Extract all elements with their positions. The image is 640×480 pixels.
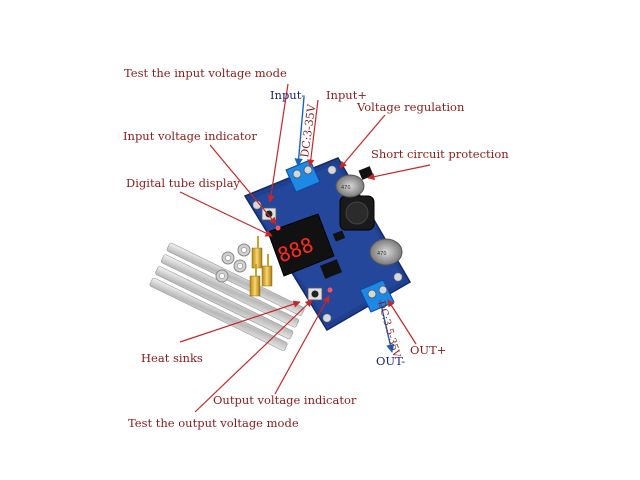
arrow-digital-display — [179, 191, 273, 237]
inductor — [339, 195, 375, 231]
capacitor-input: 470 — [335, 174, 365, 198]
label-input-plus: Input+ — [326, 88, 367, 102]
heat-sinks — [149, 242, 305, 351]
capacitor-output: 470 — [369, 238, 403, 266]
label-input-minus: Input- — [270, 88, 306, 102]
label-input-voltage-indicator: Input voltage indicator — [123, 129, 257, 143]
regulator-chip — [320, 259, 342, 279]
svg-text:470: 470 — [377, 251, 387, 257]
output-indicator-led — [327, 287, 333, 293]
label-heat-sinks: Heat sinks — [141, 351, 203, 365]
output-range-label: DC:3.5-35V — [375, 300, 402, 360]
svg-text:470: 470 — [341, 185, 351, 191]
arrow-short-circuit — [367, 164, 431, 181]
arrow-input-minus — [294, 96, 305, 167]
label-digital-tube-display: Digital tube display — [126, 176, 240, 190]
digital-tube-display: 888 — [267, 213, 335, 277]
arrow-out-plus — [387, 299, 417, 345]
label-test-input-mode: Test the input voltage mode — [124, 66, 287, 80]
arrow-voltage-regulation — [339, 114, 386, 169]
mounting-hardware — [215, 236, 273, 297]
arrow-heat-sinks — [179, 300, 301, 343]
output-terminal-block — [359, 279, 395, 313]
output-test-button — [307, 287, 323, 301]
label-out-minus: OUT- — [376, 354, 406, 368]
label-test-output-mode: Test the output voltage mode — [128, 416, 299, 430]
arrow-test-output — [194, 299, 313, 413]
input-indicator-led — [275, 225, 281, 231]
input-range-label: DC:3-35V — [298, 102, 318, 158]
label-output-voltage-indicator: Output voltage indicator — [213, 393, 357, 407]
label-voltage-regulation: Voltage regulation — [357, 100, 465, 114]
arrow-test-input — [267, 83, 289, 203]
arrow-input-indicator — [209, 144, 277, 225]
arrow-input-plus — [307, 99, 319, 167]
mosfet-chip — [332, 230, 346, 242]
label-short-circuit-protection: Short circuit protection — [371, 147, 509, 161]
label-out-plus: OUT+ — [410, 343, 447, 357]
arrow-output-indicator — [274, 295, 330, 395]
arrow-out-minus — [379, 299, 395, 353]
